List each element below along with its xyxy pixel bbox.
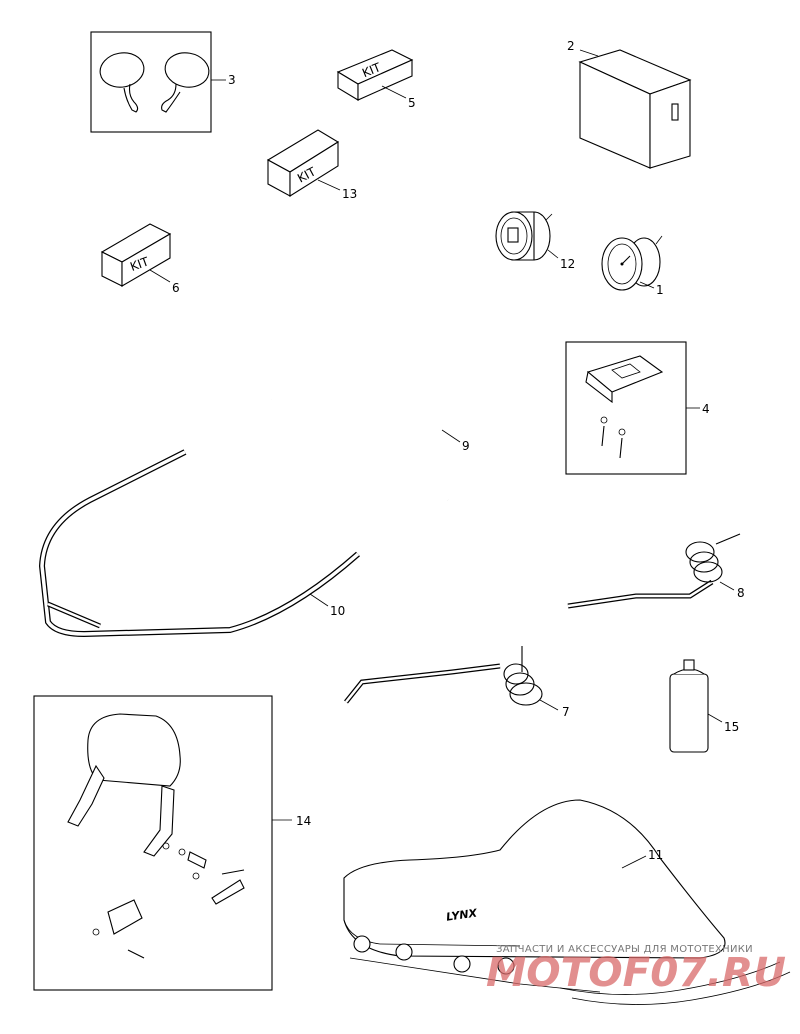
gauge-1 [601,235,663,291]
part-label-1: 1 [656,283,664,297]
part-label-10: 10 [330,604,345,618]
kit-label-6: KIT [128,254,151,274]
part-label-2: 2 [567,39,575,53]
watermark: ЗАПЧАСТИ И АКСЕССУАРЫ ДЛЯ МОТОТЕХНИКИ MO… [486,944,786,996]
bumper-rail-10 [38,449,360,638]
watermark-logo: MOTOF07.RU [486,950,786,996]
watermark-caption: ЗАПЧАСТИ И АКСЕССУАРЫ ДЛЯ МОТОТЕХНИКИ [496,944,753,955]
part-label-15: 15 [724,720,739,734]
part-label-13: 13 [342,187,357,201]
spring-rod-8 [567,533,741,609]
part-label-12: 12 [560,257,575,271]
part-label-11: 11 [648,848,663,862]
mirrors-illustration [90,31,226,133]
storage-box-2 [578,49,692,169]
backrest-kit-14 [33,695,292,991]
grab-handle-9 [268,294,461,501]
part-label-7: 7 [562,705,570,719]
gauge-12 [495,211,559,261]
part-label-8: 8 [737,586,745,600]
plate-kit-4 [565,341,700,475]
cover-brand-text: LYNX [445,906,478,923]
kit-box-6: KIT [100,223,172,287]
part-label-4: 4 [702,402,710,416]
kit-box-5: KIT [336,49,414,101]
kit-box-13: KIT [266,129,341,197]
kit-label-5: KIT [360,60,383,80]
part-label-6: 6 [172,281,180,295]
part-label-3: 3 [228,73,236,87]
snowmobile-cover-11: LYNX [343,799,791,1005]
part-label-9: 9 [462,439,470,453]
spray-can-15 [669,659,723,753]
part-label-5: 5 [408,96,416,110]
part-label-14: 14 [296,814,311,828]
spring-rod-7 [344,646,559,711]
